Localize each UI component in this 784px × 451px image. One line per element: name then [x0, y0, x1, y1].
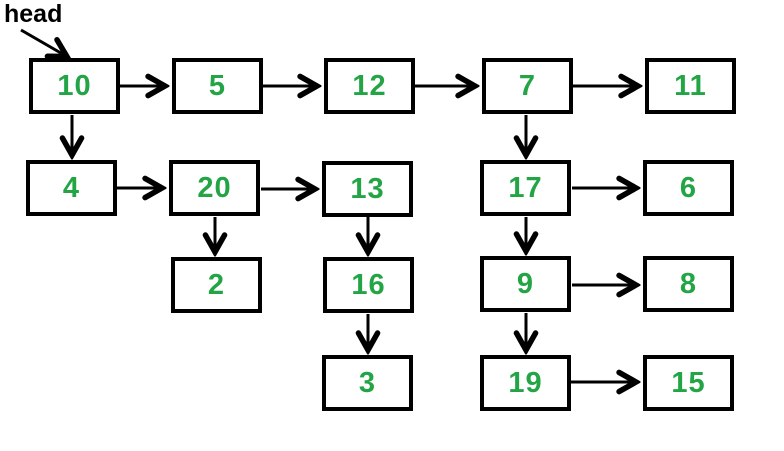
node-6: 6 [643, 160, 734, 216]
node-16: 16 [323, 257, 414, 313]
node-4: 4 [26, 160, 117, 216]
node-19: 19 [480, 355, 571, 411]
node-12: 12 [324, 58, 415, 114]
node-10: 10 [29, 58, 120, 114]
node-15: 15 [643, 355, 734, 411]
node-8: 8 [643, 256, 734, 312]
node-7: 7 [482, 58, 573, 114]
node-17: 17 [480, 160, 571, 216]
edge-head-to-10-arrow [20, 28, 66, 56]
node-2: 2 [171, 257, 262, 313]
node-11: 11 [645, 58, 736, 114]
node-3: 3 [322, 355, 413, 411]
node-13: 13 [322, 161, 413, 217]
node-9: 9 [480, 256, 571, 312]
node-20: 20 [169, 160, 260, 216]
head-pointer-label: head [4, 0, 63, 28]
node-5: 5 [172, 58, 263, 114]
